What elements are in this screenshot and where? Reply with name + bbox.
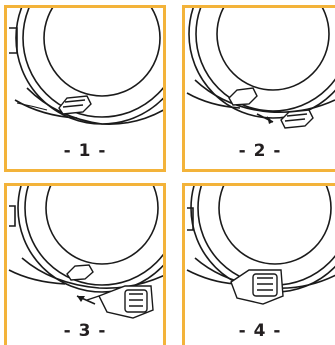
- step-label-3: - 3 -: [7, 321, 163, 341]
- hose-adapter: [87, 286, 153, 318]
- step-label-1: - 1 -: [7, 141, 163, 161]
- arrow-icon: [77, 296, 95, 304]
- step-panel-3: - 3 -: [4, 183, 166, 345]
- robot-body-outline: [18, 186, 166, 292]
- brush-cover: [59, 96, 91, 114]
- step-panel-4: - 4 -: [182, 183, 335, 345]
- brush-slot: [229, 88, 257, 105]
- arrow-icon: [257, 114, 273, 124]
- step-label-2: - 2 -: [185, 141, 335, 161]
- brush-slot: [67, 265, 93, 280]
- robot-body-outline: [16, 8, 166, 124]
- robot-body-outline: [189, 8, 335, 118]
- step-panel-1: - 1 -: [4, 5, 166, 172]
- step-label-4: - 4 -: [185, 321, 335, 341]
- step-panel-2: - 2 -: [182, 5, 335, 172]
